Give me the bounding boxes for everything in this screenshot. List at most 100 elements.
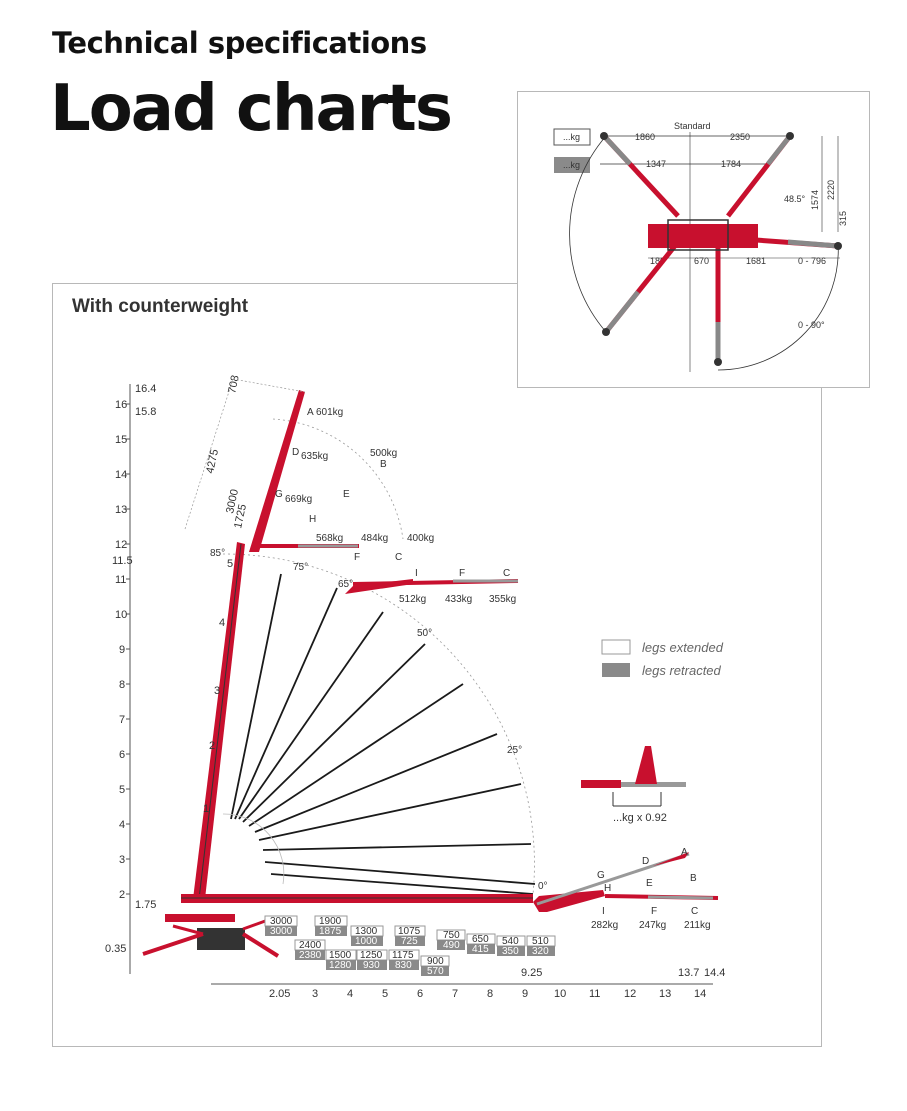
working-range-lines bbox=[230, 573, 536, 895]
jib-load-b: 500kg bbox=[370, 448, 397, 459]
y-tick: 15 bbox=[115, 434, 127, 446]
x-tick: 12 bbox=[624, 988, 636, 1000]
load-ret: 490 bbox=[443, 940, 460, 951]
load-ext: 1075 bbox=[398, 926, 421, 937]
load-ret: 1000 bbox=[355, 936, 378, 947]
jib0-label-h: H bbox=[604, 883, 611, 894]
jib-label-c: C bbox=[395, 552, 402, 563]
page-title: Load charts bbox=[50, 72, 453, 146]
jib-load-d: 635kg bbox=[301, 451, 328, 462]
x-tick: 8 bbox=[487, 988, 493, 1000]
x-tick: 10 bbox=[554, 988, 566, 1000]
load-ext: 3000 bbox=[270, 916, 293, 927]
jib-label-e: E bbox=[343, 489, 350, 500]
y-tick: 4 bbox=[119, 819, 125, 831]
angle-48-5: 48.5° bbox=[784, 194, 806, 204]
jib-label-g: G bbox=[275, 489, 283, 500]
inner-arc bbox=[222, 813, 285, 885]
jib65-load-f: 433kg bbox=[445, 594, 472, 605]
jib0-label-d: D bbox=[642, 856, 649, 867]
x-tick: 13 bbox=[659, 988, 671, 1000]
load-ext: 900 bbox=[427, 956, 444, 967]
load-ret: 1875 bbox=[319, 926, 342, 937]
jib-label-a: A bbox=[307, 407, 314, 418]
boom-section-label: 4 bbox=[219, 617, 225, 629]
load-ext: 1500 bbox=[329, 950, 352, 961]
x-tick: 4 bbox=[347, 988, 353, 1000]
x-axis-ticks: 2.05 3 4 5 6 7 8 9 10 11 12 13 14 bbox=[269, 988, 706, 1000]
load-ret: 1280 bbox=[329, 960, 352, 971]
top-view-diagram: ...kg ...kg Standard 1860 2350 1347 1784… bbox=[553, 121, 848, 372]
load-ext: 510 bbox=[532, 936, 549, 947]
x-label-9-25: 9.25 bbox=[521, 967, 542, 979]
x-label-14-4: 14.4 bbox=[704, 967, 725, 979]
kg-box-extended bbox=[553, 128, 591, 146]
load-chart-diagram: 16 15 14 13 12 11 10 9 8 7 6 5 4 3 2 16.… bbox=[105, 374, 725, 1000]
jib65-label-c: C bbox=[503, 568, 510, 579]
jib0-label-i: I bbox=[602, 906, 605, 917]
jib0-label-c: C bbox=[691, 906, 698, 917]
legend-extended: legs extended bbox=[642, 640, 724, 655]
jib65-label-i: I bbox=[415, 568, 418, 579]
y-label-15-8: 15.8 bbox=[135, 406, 156, 418]
jib-65 bbox=[345, 579, 519, 594]
angle-85: 85° bbox=[210, 548, 225, 559]
legend-swatch-extended bbox=[601, 639, 631, 655]
legend: legs extended legs retracted bbox=[601, 639, 724, 678]
y-axis-ticks: 16 15 14 13 12 11 10 9 8 7 6 5 4 3 2 bbox=[115, 399, 130, 901]
jib-load-a: 601kg bbox=[316, 407, 343, 418]
reach-arcs bbox=[222, 418, 535, 895]
angle-labels: 85° 75° 65° 50° 25° 0° bbox=[210, 548, 548, 892]
y-label-1-75: 1.75 bbox=[135, 899, 156, 911]
y-tick: 7 bbox=[119, 714, 125, 726]
x-tick: 2.05 bbox=[269, 988, 290, 1000]
y-tick: 12 bbox=[115, 539, 127, 551]
x-tick: 14 bbox=[694, 988, 706, 1000]
y-tick: 8 bbox=[119, 679, 125, 691]
x-tick: 5 bbox=[382, 988, 388, 1000]
load-ret: 3000 bbox=[270, 926, 293, 937]
boom-section-label: 3 bbox=[214, 685, 220, 697]
x-tick: 3 bbox=[312, 988, 318, 1000]
y-tick: 11 bbox=[115, 574, 126, 586]
load-ext: 1175 bbox=[392, 950, 414, 961]
angle-65: 65° bbox=[338, 579, 353, 590]
dim-708: 708 bbox=[226, 374, 242, 394]
boom-section-label: 2 bbox=[209, 740, 215, 752]
legend-retracted: legs retracted bbox=[642, 663, 722, 678]
jib0-label-f: F bbox=[651, 906, 657, 917]
dim-1725: 1725 bbox=[232, 503, 249, 529]
jib-label-b: B bbox=[380, 459, 387, 470]
y-tick: 13 bbox=[115, 504, 127, 516]
dim-180: 180 bbox=[650, 256, 665, 266]
jib-label-h: H bbox=[309, 514, 316, 525]
y-tick: 10 bbox=[115, 609, 127, 621]
load-ret: 320 bbox=[532, 946, 549, 957]
crane-base bbox=[142, 918, 280, 958]
dim-315: 315 bbox=[838, 211, 848, 226]
dim-0-796: 0 - 796 bbox=[798, 256, 826, 266]
jib-label-d: D bbox=[292, 447, 299, 458]
load-ext: 650 bbox=[472, 934, 489, 945]
jib65-load-c: 355kg bbox=[489, 594, 516, 605]
jib0-label-e: E bbox=[646, 878, 653, 889]
dim-670: 670 bbox=[694, 256, 709, 266]
load-ret: 415 bbox=[472, 944, 489, 955]
dim-1860: 1860 bbox=[635, 132, 655, 142]
y-tick: 14 bbox=[115, 469, 127, 481]
load-ext: 750 bbox=[443, 930, 460, 941]
kg-label: ...kg bbox=[563, 160, 580, 170]
top-view-panel: ...kg ...kg Standard 1860 2350 1347 1784… bbox=[517, 91, 870, 388]
load-ret: 725 bbox=[401, 936, 418, 947]
x-tick: 6 bbox=[417, 988, 423, 1000]
reduction-sketch: ...kg x 0.92 bbox=[581, 746, 686, 824]
y-label-0-35: 0.35 bbox=[105, 943, 126, 955]
main-boom bbox=[193, 542, 245, 900]
jib0-load-i: 282kg bbox=[591, 920, 618, 931]
jib0-label-a: A bbox=[681, 847, 688, 858]
dim-1347: 1347 bbox=[646, 159, 666, 169]
horizontal-boom bbox=[165, 894, 533, 922]
load-ret: 930 bbox=[363, 960, 380, 971]
kg-label: ...kg bbox=[563, 132, 580, 142]
dim-1681: 1681 bbox=[746, 256, 766, 266]
